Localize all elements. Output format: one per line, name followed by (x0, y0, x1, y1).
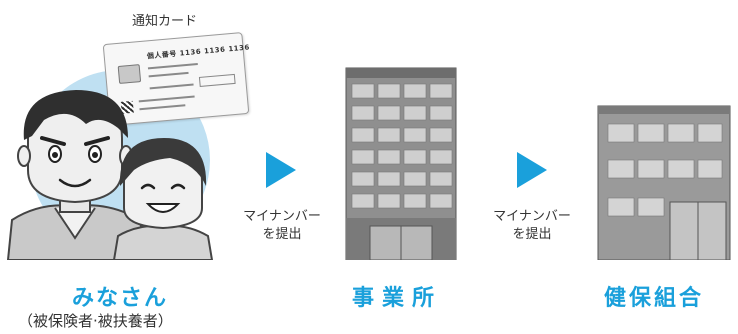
card-photo (117, 64, 142, 84)
man-illustration (6, 90, 148, 260)
submit-line-2: を提出 (262, 227, 302, 242)
people-group: 通知カード 個人番号 1136 1136 1136 (0, 0, 250, 260)
arrow-right-icon (517, 152, 547, 188)
woman-illustration (112, 138, 214, 260)
union-label: 健保組合 (604, 286, 705, 311)
people-sublabel: （被保険者·被扶養者） (18, 312, 173, 330)
submit-step-1: マイナンバー を提出 (228, 208, 336, 244)
submit-step-2: マイナンバー を提出 (478, 208, 586, 244)
health-union-building (597, 105, 731, 260)
people-label: みなさん (72, 286, 169, 311)
card-line (149, 83, 194, 90)
submit-line-2: を提出 (512, 227, 552, 242)
submit-line-1: マイナンバー (493, 209, 571, 224)
card-number-text: 個人番号 1136 1136 1136 (146, 43, 251, 61)
card-line (148, 71, 189, 78)
office-building (345, 67, 457, 260)
submit-line-1: マイナンバー (243, 209, 321, 224)
arrow-right-icon (266, 152, 296, 188)
office-label: 事業所 (352, 286, 443, 311)
card-line (147, 63, 198, 70)
card-box (198, 73, 236, 87)
card-label: 通知カード (132, 14, 198, 29)
